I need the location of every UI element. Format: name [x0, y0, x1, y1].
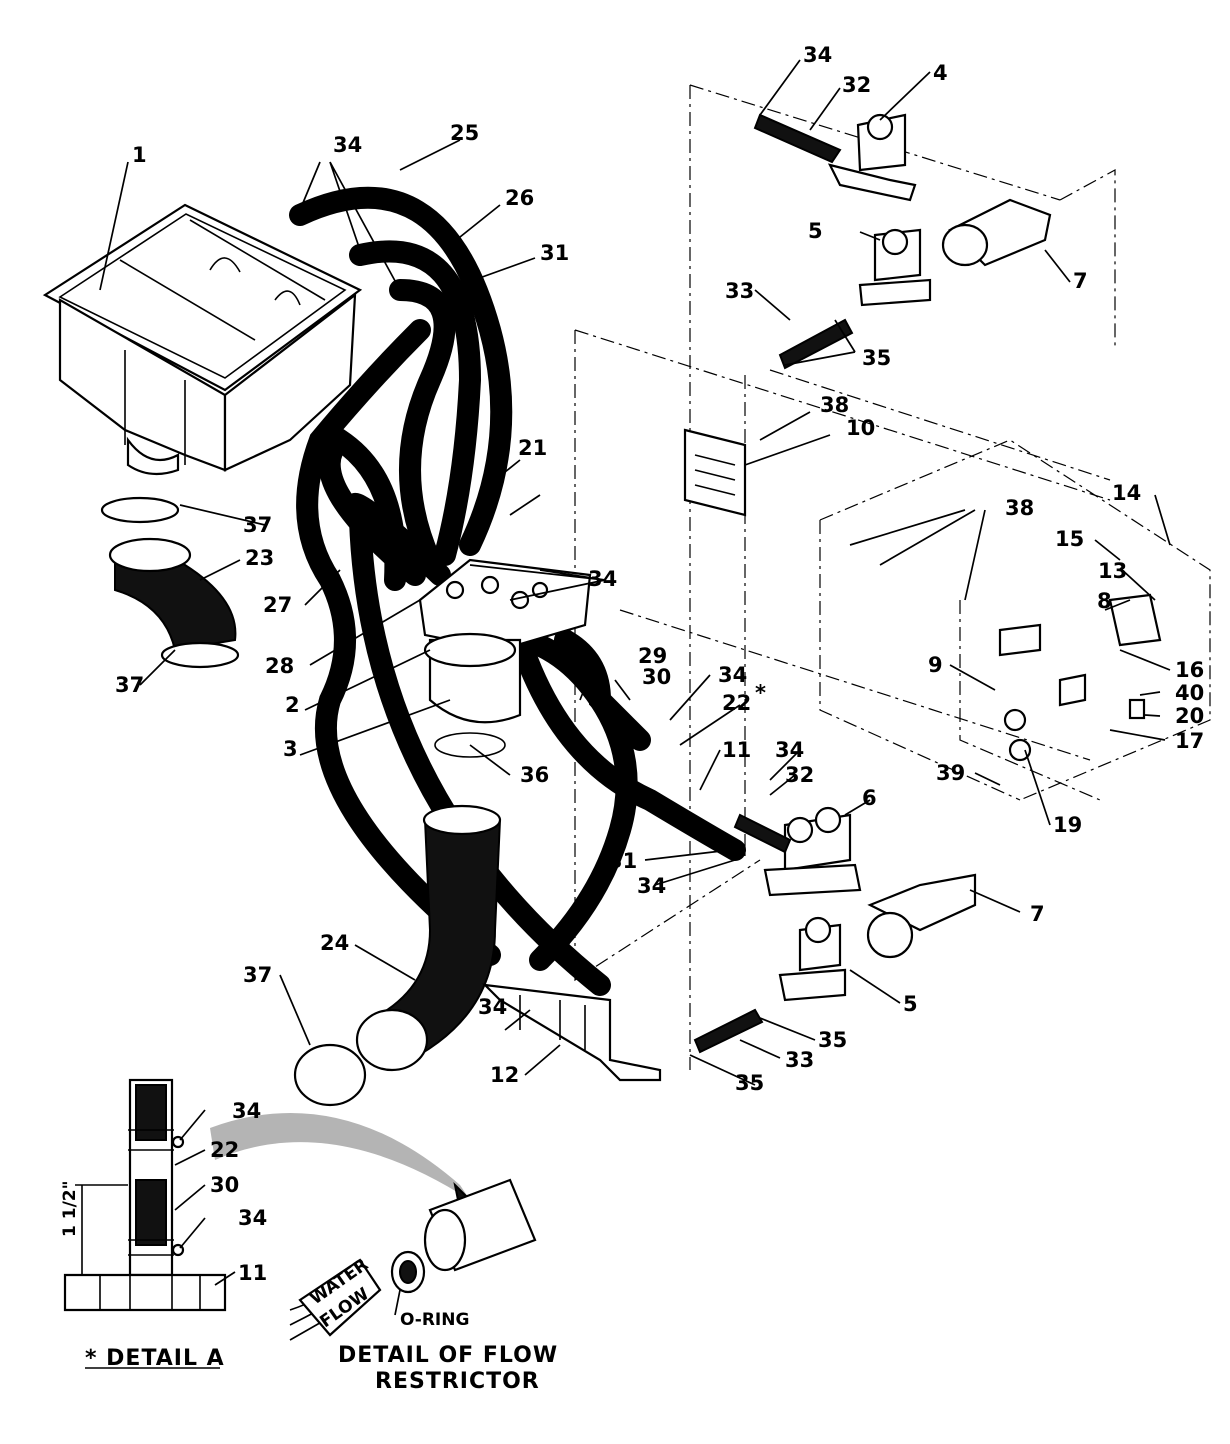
- callout-24: 24: [320, 931, 349, 955]
- callout-35-upper: 35: [862, 346, 891, 370]
- callout-40: 40: [1175, 681, 1204, 705]
- valve-5-lower: [693, 916, 847, 1054]
- callout-30-main: 30: [642, 665, 671, 689]
- elbow-23-assembly: [100, 496, 240, 669]
- callout-34-detail-upper: 34: [232, 1099, 261, 1123]
- callout-34-manifold: 34: [478, 995, 507, 1019]
- callout-15: 15: [1055, 527, 1084, 551]
- callout-32-upper: 32: [842, 73, 871, 97]
- callout-34-tee: 34: [718, 663, 747, 687]
- callout-29: 29: [638, 644, 667, 668]
- flow-restrictor-title-line1: DETAIL OF FLOW: [338, 1343, 558, 1368]
- callout-2: 2: [285, 693, 300, 717]
- callout-34-hoses: 34: [333, 133, 362, 157]
- callout-34-pump: 34: [588, 567, 617, 591]
- callout-28: 28: [265, 654, 294, 678]
- callout-34-hose31: 34: [637, 874, 666, 898]
- callout-3: 3: [283, 737, 298, 761]
- drain-elbow-24: [293, 804, 502, 1107]
- callout-26: 26: [505, 186, 534, 210]
- callout-37-lower: 37: [115, 673, 144, 697]
- callout-30-detail: 30: [210, 1173, 239, 1197]
- leader-lines: [99, 59, 1171, 1086]
- tub-dispenser: [42, 203, 363, 476]
- callout-39: 39: [936, 761, 965, 785]
- callout-11-detail: 11: [238, 1261, 267, 1285]
- callout-33-upper: 33: [725, 279, 754, 303]
- callout-31-upper: 31: [540, 241, 569, 265]
- callout-12: 12: [490, 1063, 519, 1087]
- oring-label: O-RING: [400, 1310, 469, 1330]
- callout-35-lower: 35: [735, 1071, 764, 1095]
- callout-34-detail-lower: 34: [238, 1206, 267, 1230]
- hoses: [289, 186, 746, 996]
- valve-7-lower: [866, 873, 977, 959]
- detail-a-title: * DETAIL A: [85, 1346, 225, 1371]
- callout-16: 16: [1175, 658, 1204, 682]
- callout-5-lower: 5: [903, 992, 918, 1016]
- callout-5-upper: 5: [808, 219, 823, 243]
- control-parts: [683, 428, 1162, 762]
- callout-25: 25: [450, 121, 479, 145]
- callout-36: 36: [520, 763, 549, 787]
- callout-23: 23: [245, 546, 274, 570]
- callout-labels: 1 2 3 4 5 5 6 7 7 8 9 10 11 11 12 13 14 …: [115, 43, 1204, 1285]
- callout-9: 9: [928, 653, 943, 677]
- callout-34-top: 34: [803, 43, 832, 67]
- flow-restrictor-detail: [210, 1112, 537, 1341]
- mounting-frames: [574, 84, 1211, 1070]
- callout-8: 8: [1097, 589, 1112, 613]
- callout-27: 27: [263, 593, 292, 617]
- callout-4: 4: [933, 61, 948, 85]
- callout-37-bottom: 37: [243, 963, 272, 987]
- callout-6: 6: [862, 786, 877, 810]
- callout-1: 1: [132, 143, 147, 167]
- callout-10: 10: [846, 416, 875, 440]
- callout-31-lower: 31: [608, 849, 637, 873]
- asterisk-mark: *: [755, 681, 766, 705]
- callout-19: 19: [1053, 813, 1082, 837]
- callout-21: 21: [518, 436, 547, 460]
- flow-restrictor-title-line2: RESTRICTOR: [375, 1369, 540, 1394]
- callout-7-upper: 7: [1073, 269, 1088, 293]
- callout-38-right: 38: [1005, 496, 1034, 520]
- callout-14: 14: [1112, 481, 1141, 505]
- callout-34-valve: 34: [775, 738, 804, 762]
- callout-32-lower: 32: [785, 763, 814, 787]
- callout-20: 20: [1175, 704, 1204, 728]
- callout-7-lower: 7: [1030, 902, 1045, 926]
- callout-11-main: 11: [722, 738, 751, 762]
- valve-6: [733, 806, 862, 897]
- valve-7-upper: [941, 198, 1052, 267]
- callout-35-right: 35: [818, 1028, 847, 1052]
- manifold-12: [481, 983, 662, 1082]
- callout-37-upper: 37: [243, 513, 272, 537]
- valve-4: [753, 113, 917, 202]
- valve-5-upper: [778, 228, 932, 370]
- callout-38-upper: 38: [820, 393, 849, 417]
- callout-22-main: 22: [722, 691, 751, 715]
- pump-assembly: [418, 558, 592, 758]
- callout-13: 13: [1098, 559, 1127, 583]
- callout-22-detail: 22: [210, 1138, 239, 1162]
- callout-33-lower: 33: [785, 1048, 814, 1072]
- dimension-label: 1 1/2": [60, 1181, 80, 1237]
- detail-a: [63, 1078, 236, 1369]
- callout-17: 17: [1175, 729, 1204, 753]
